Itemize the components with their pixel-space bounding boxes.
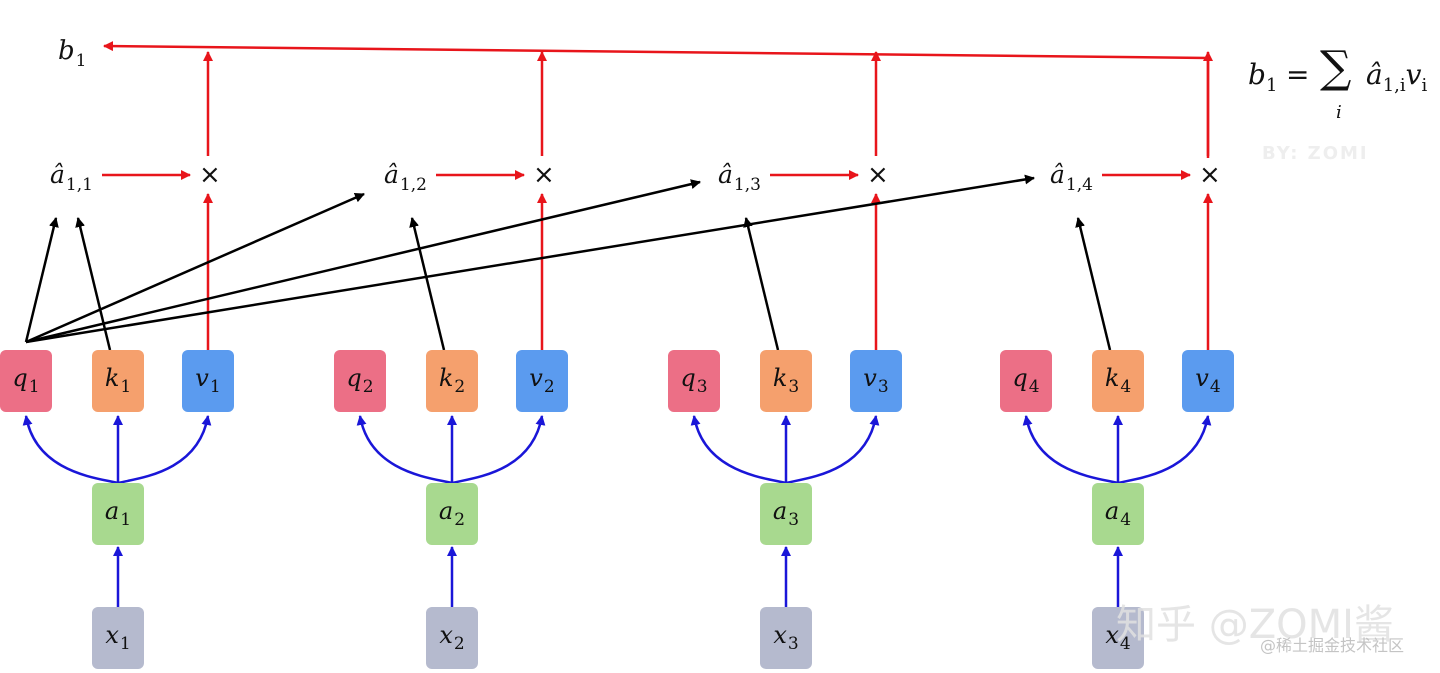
- key-box-2: k2: [426, 350, 478, 412]
- value-box-1-label: v1: [195, 364, 221, 397]
- embedding-box-4-label: a4: [1104, 497, 1132, 530]
- query-box-1-label: q1: [12, 364, 40, 397]
- value-box-1: v1: [182, 350, 234, 412]
- formula-lhs: b1: [1248, 58, 1278, 96]
- embedding-to-value-arrow-4: [1117, 415, 1212, 485]
- juejin-watermark: @稀土掘金技术社区: [1260, 636, 1405, 655]
- formula-index: i: [1336, 102, 1342, 123]
- key-box-2-label: k2: [438, 364, 466, 397]
- multiply-node-4: ×: [1199, 160, 1221, 190]
- credit-watermark: BY: ZOMI: [1262, 143, 1369, 164]
- query-box-1: q1: [0, 350, 52, 412]
- key-box-3-label: k3: [772, 364, 800, 397]
- formula-sigma: ∑: [1320, 42, 1352, 93]
- embedding-to-query-arrow-1: [22, 415, 119, 485]
- attention-score-3: â1,3: [718, 160, 761, 195]
- query-box-4-label: q4: [1012, 364, 1040, 397]
- embedding-box-3-label: a3: [772, 497, 800, 530]
- key-box-4-label: k4: [1104, 364, 1132, 397]
- output-b1-label: b1: [58, 36, 87, 71]
- key-box-1-label: k1: [104, 364, 132, 397]
- query1-to-score-1-arrow: [24, 217, 59, 343]
- attention-score-1: â1,1: [50, 160, 93, 195]
- input-box-4-label: x4: [1105, 621, 1131, 654]
- query-box-2-label: q2: [346, 364, 374, 397]
- multiply-node-3: ×: [867, 160, 889, 190]
- value-box-4: v4: [1182, 350, 1234, 412]
- query1-to-score-2-arrow: [25, 192, 365, 344]
- sum-to-output-arrow: [103, 41, 1209, 60]
- embedding-to-query-arrow-3: [690, 415, 787, 485]
- input-box-4: x4: [1092, 607, 1144, 669]
- formula-rhs: â1,ivi: [1366, 58, 1428, 96]
- embedding-box-3: a3: [760, 483, 812, 545]
- key-box-1: k1: [92, 350, 144, 412]
- embedding-to-value-arrow-3: [785, 415, 880, 485]
- input-box-3: x3: [760, 607, 812, 669]
- embedding-box-2: a2: [426, 483, 478, 545]
- key-to-score-arrow-4: [1075, 217, 1112, 351]
- embedding-to-query-arrow-4: [1022, 415, 1119, 485]
- query1-to-score-4-arrow: [25, 174, 1035, 344]
- query-box-2: q2: [334, 350, 386, 412]
- input-box-2-label: x2: [439, 621, 465, 654]
- input-box-3-label: x3: [773, 621, 799, 654]
- attention-score-2: â1,2: [384, 160, 427, 195]
- query-box-3: q3: [668, 350, 720, 412]
- query-box-3-label: q3: [680, 364, 708, 397]
- multiply-node-2: ×: [533, 160, 555, 190]
- multiply-node-1: ×: [199, 160, 221, 190]
- value-box-3-label: v3: [863, 364, 889, 397]
- input-box-1: x1: [92, 607, 144, 669]
- query-box-4: q4: [1000, 350, 1052, 412]
- zhihu-watermark: 知乎 @ZOMI酱: [1116, 602, 1394, 648]
- key-box-3: k3: [760, 350, 812, 412]
- embedding-to-query-arrow-2: [356, 415, 453, 485]
- attention-score-4: â1,4: [1050, 160, 1093, 195]
- value-box-2: v2: [516, 350, 568, 412]
- value-box-2-label: v2: [529, 364, 555, 397]
- formula-equals: =: [1286, 58, 1310, 91]
- value-box-3: v3: [850, 350, 902, 412]
- query1-to-score-3-arrow: [25, 179, 701, 344]
- input-box-1-label: x1: [105, 621, 131, 654]
- key-box-4: k4: [1092, 350, 1144, 412]
- embedding-box-1: a1: [92, 483, 144, 545]
- embedding-to-value-arrow-2: [451, 415, 546, 485]
- embedding-to-value-arrow-1: [117, 415, 212, 485]
- key-to-score-arrow-2: [409, 217, 446, 351]
- embedding-box-2-label: a2: [438, 497, 466, 530]
- weighted-sum-formula: b1 = ∑ i â1,ivi: [1248, 46, 1438, 136]
- key-to-score-arrow-3: [743, 217, 780, 351]
- value-box-4-label: v4: [1195, 364, 1221, 397]
- embedding-box-1-label: a1: [104, 497, 132, 530]
- input-box-2: x2: [426, 607, 478, 669]
- embedding-box-4: a4: [1092, 483, 1144, 545]
